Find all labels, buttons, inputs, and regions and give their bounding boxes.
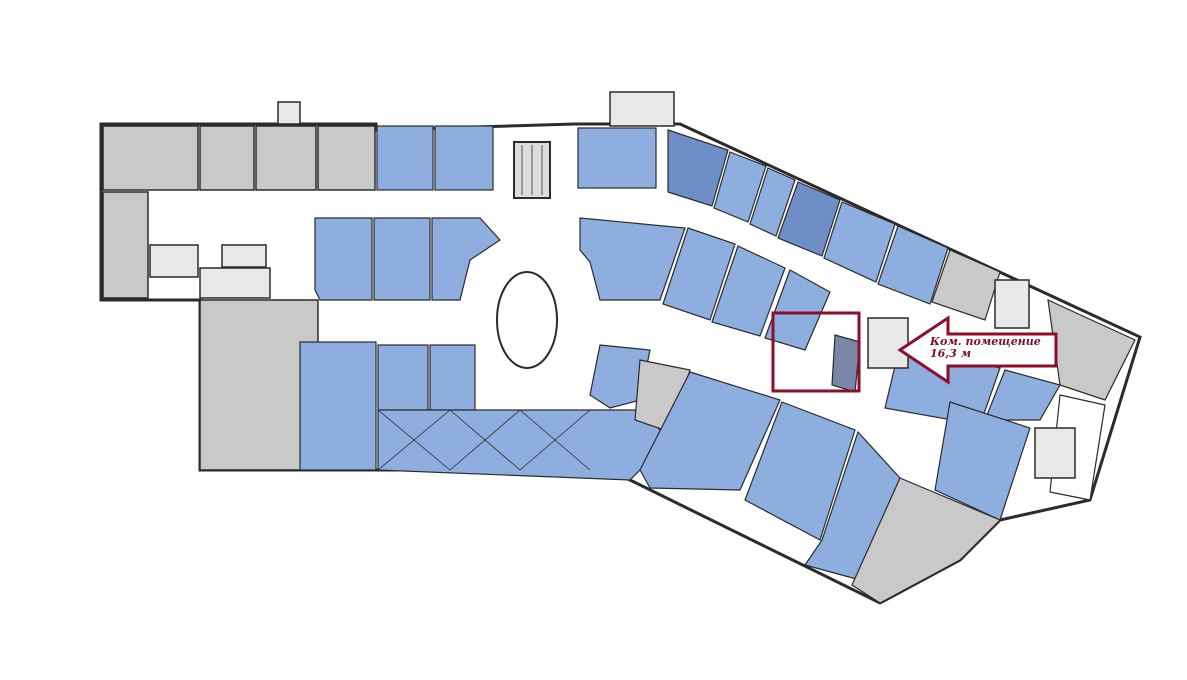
unit-available (877, 225, 949, 305)
unit-available (713, 151, 767, 223)
unit-occupied (102, 191, 149, 299)
unit-occupied (199, 299, 319, 471)
unit-occupied (102, 125, 199, 191)
atrium (496, 141, 558, 369)
lift-block (221, 244, 267, 268)
unit-available (377, 409, 671, 481)
unit-available-dark (777, 181, 841, 257)
unit-available (639, 371, 781, 491)
unit-occupied (851, 477, 1002, 604)
unit-available (431, 217, 501, 301)
available-units (299, 125, 1136, 604)
unit-occupied (931, 249, 1001, 321)
unit-available (314, 217, 373, 301)
lift-block (199, 267, 271, 299)
unit-available (376, 125, 434, 191)
unit-available (662, 227, 736, 321)
unit-available (429, 344, 476, 411)
unit-available (434, 125, 494, 191)
unit-occupied (317, 125, 376, 191)
unit-available (711, 245, 786, 337)
atrium-void (496, 271, 558, 369)
unit-occupied (199, 125, 255, 191)
highlight-frame (771, 311, 861, 393)
unit-available (984, 369, 1061, 421)
unit-available (577, 127, 657, 189)
callout-line-1: Ком. помещение (930, 335, 1041, 348)
unit-available (299, 341, 377, 471)
callout-arrow (897, 315, 1058, 385)
stair-block (277, 101, 301, 125)
stair-block (1034, 427, 1076, 479)
lift-block (994, 279, 1030, 329)
dark-units (831, 334, 861, 393)
unit-available (804, 430, 901, 581)
callout-label: Ком. помещение 16,3 м (930, 336, 1041, 360)
stairs-lifts (149, 91, 1076, 479)
stair-block (609, 91, 675, 127)
unit-available (579, 217, 686, 301)
callout-line-2: 16,3 м (930, 347, 972, 360)
unit-occupied (255, 125, 317, 191)
unit-available (744, 401, 856, 541)
unit-dark (831, 334, 861, 393)
unit-available-dark (667, 129, 729, 207)
glazed-strip-grid (377, 409, 591, 471)
stair-block (149, 244, 199, 278)
unit-available (373, 217, 431, 301)
stair-block (867, 317, 909, 369)
unit-available (749, 167, 796, 237)
occupied-units-left (102, 125, 376, 471)
unit-available (823, 201, 896, 283)
unit-available (589, 344, 651, 409)
unit-available (377, 344, 429, 411)
